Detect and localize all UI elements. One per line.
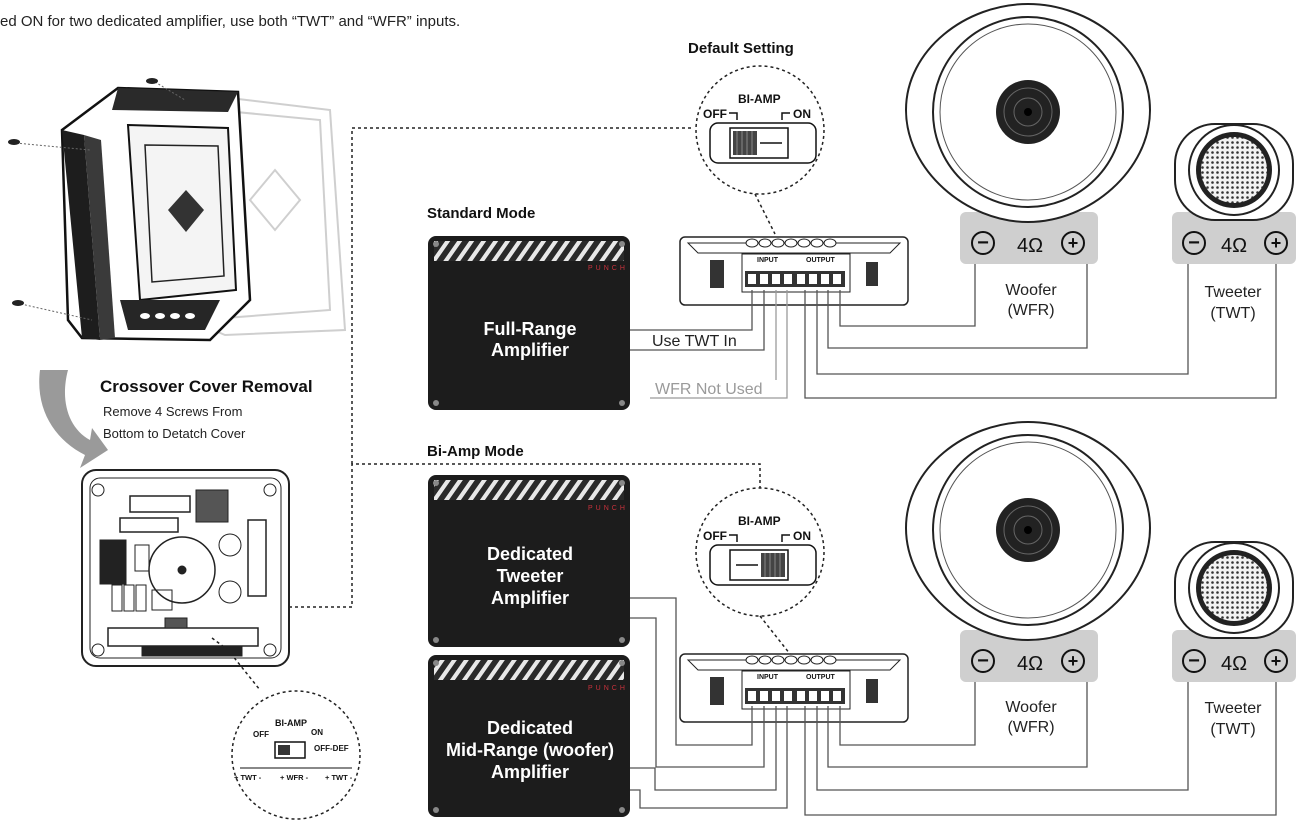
- default-off-label: OFF: [703, 107, 727, 121]
- woofer-plus-icon: +: [1068, 651, 1079, 671]
- default-switch-zoom: BI-AMP OFF ON: [695, 65, 825, 195]
- woofer-impedance: 4Ω: [1017, 653, 1043, 675]
- screw-icon: [8, 139, 91, 151]
- woofer-impedance: 4Ω: [1017, 235, 1043, 257]
- zoom-terminal-label-1: + TWT -: [234, 773, 262, 782]
- bi-amp-mode-bi-amp-label: BI-AMP: [738, 514, 781, 528]
- woofer-label-line-2: (WFR): [1007, 302, 1054, 319]
- woofer-minus-icon: −: [977, 232, 989, 254]
- amp-brand-label: PUNCH: [588, 265, 628, 272]
- output-label: OUTPUT: [806, 674, 836, 681]
- tweeter-label-line-2: (TWT): [1210, 721, 1255, 738]
- curved-arrow-icon: [39, 370, 108, 468]
- wfr-not-used-label: WFR Not Used: [655, 381, 763, 398]
- tweeter-speaker: − 4Ω +: [1172, 541, 1296, 682]
- full-range-amplifier: PUNCH Full-Range Amplifier: [428, 236, 630, 410]
- dedicated-tweeter-amplifier: PUNCH Dedicated Tweeter Amplifier: [428, 475, 630, 647]
- screw-icon: [146, 78, 186, 101]
- tweeter-amp-label-line-1: Dedicated: [487, 544, 573, 564]
- cover-removal-step-1: Remove 4 Screws From: [103, 404, 242, 419]
- default-setting-title: Default Setting: [688, 40, 794, 57]
- woofer-label-line-1: Woofer: [1005, 282, 1057, 299]
- woofer-amp-label-line-2: Mid-Range (woofer): [446, 740, 614, 760]
- zoom-bi-amp-label: BI-AMP: [275, 718, 307, 728]
- woofer-label-line-2: (WFR): [1007, 719, 1054, 736]
- screw-icon: [12, 300, 93, 321]
- tweeter-plus-icon: +: [1271, 651, 1282, 671]
- tweeter-label-line-1: Tweeter: [1205, 284, 1263, 301]
- crossover-module-standard: INPUT OUTPUT: [679, 236, 909, 306]
- full-range-amp-label-line-1: Full-Range: [484, 319, 577, 339]
- amp-brand-label: PUNCH: [588, 505, 628, 512]
- woofer-label-line-1: Woofer: [1005, 699, 1057, 716]
- woofer-speaker: − 4Ω +: [904, 420, 1152, 682]
- board-switch-zoom: BI-AMP OFF ON OFF-DEF + TWT - + WFR - + …: [231, 690, 361, 820]
- crossover-module-bi-amp: INPUT OUTPUT: [679, 653, 909, 723]
- tweeter-amp-label-line-3: Amplifier: [491, 588, 569, 608]
- standard-mode-title: Standard Mode: [427, 205, 535, 222]
- amp-brand-label: PUNCH: [588, 685, 628, 692]
- tweeter-minus-icon: −: [1188, 232, 1200, 254]
- crossover-circuit-board: [81, 469, 290, 667]
- default-bi-amp-label: BI-AMP: [738, 92, 781, 106]
- zoom-terminal-label-2: + WFR -: [280, 773, 309, 782]
- bi-amp-switch-zoom: BI-AMP OFF ON: [695, 487, 825, 617]
- woofer-plus-icon: +: [1068, 233, 1079, 253]
- full-range-amp-label-line-2: Amplifier: [491, 340, 569, 360]
- woofer-amp-label-line-3: Amplifier: [491, 762, 569, 782]
- use-twt-in-label: Use TWT In: [652, 333, 737, 350]
- tweeter-minus-icon: −: [1188, 650, 1200, 672]
- zoom-off-label: OFF: [253, 730, 269, 739]
- bi-amp-mode-on-label: ON: [793, 529, 811, 543]
- zoom-off-default-label: OFF-DEF: [314, 744, 349, 753]
- default-on-label: ON: [793, 107, 811, 121]
- cover-removal-step-2: Bottom to Detatch Cover: [103, 426, 246, 441]
- input-label: INPUT: [757, 674, 779, 681]
- zoom-on-label: ON: [311, 728, 323, 737]
- woofer-speaker: − 4Ω +: [904, 2, 1152, 264]
- tweeter-impedance: 4Ω: [1221, 235, 1247, 257]
- bi-amp-mode-title: Bi-Amp Mode: [427, 443, 524, 460]
- dedicated-woofer-amplifier: PUNCH Dedicated Mid-Range (woofer) Ampli…: [428, 655, 630, 817]
- tweeter-amp-label-line-2: Tweeter: [497, 566, 564, 586]
- tweeter-label-line-2: (TWT): [1210, 305, 1255, 322]
- crossover-housing-illustration: [8, 78, 347, 342]
- tweeter-impedance: 4Ω: [1221, 653, 1247, 675]
- tweeter-speaker: − 4Ω +: [1172, 123, 1296, 264]
- intro-text: ed ON for two dedicated amplifier, use b…: [0, 13, 460, 30]
- cover-removal-title: Crossover Cover Removal: [100, 377, 313, 396]
- output-label: OUTPUT: [806, 257, 836, 264]
- input-label: INPUT: [757, 257, 779, 264]
- bi-amp-wiring: [630, 597, 1277, 816]
- zoom-terminal-label-3: + TWT -: [325, 773, 353, 782]
- tweeter-label-line-1: Tweeter: [1205, 700, 1263, 717]
- woofer-minus-icon: −: [977, 650, 989, 672]
- woofer-amp-label-line-1: Dedicated: [487, 718, 573, 738]
- standard-wiring: [630, 262, 1277, 399]
- bi-amp-mode-off-label: OFF: [703, 529, 727, 543]
- tweeter-plus-icon: +: [1271, 233, 1282, 253]
